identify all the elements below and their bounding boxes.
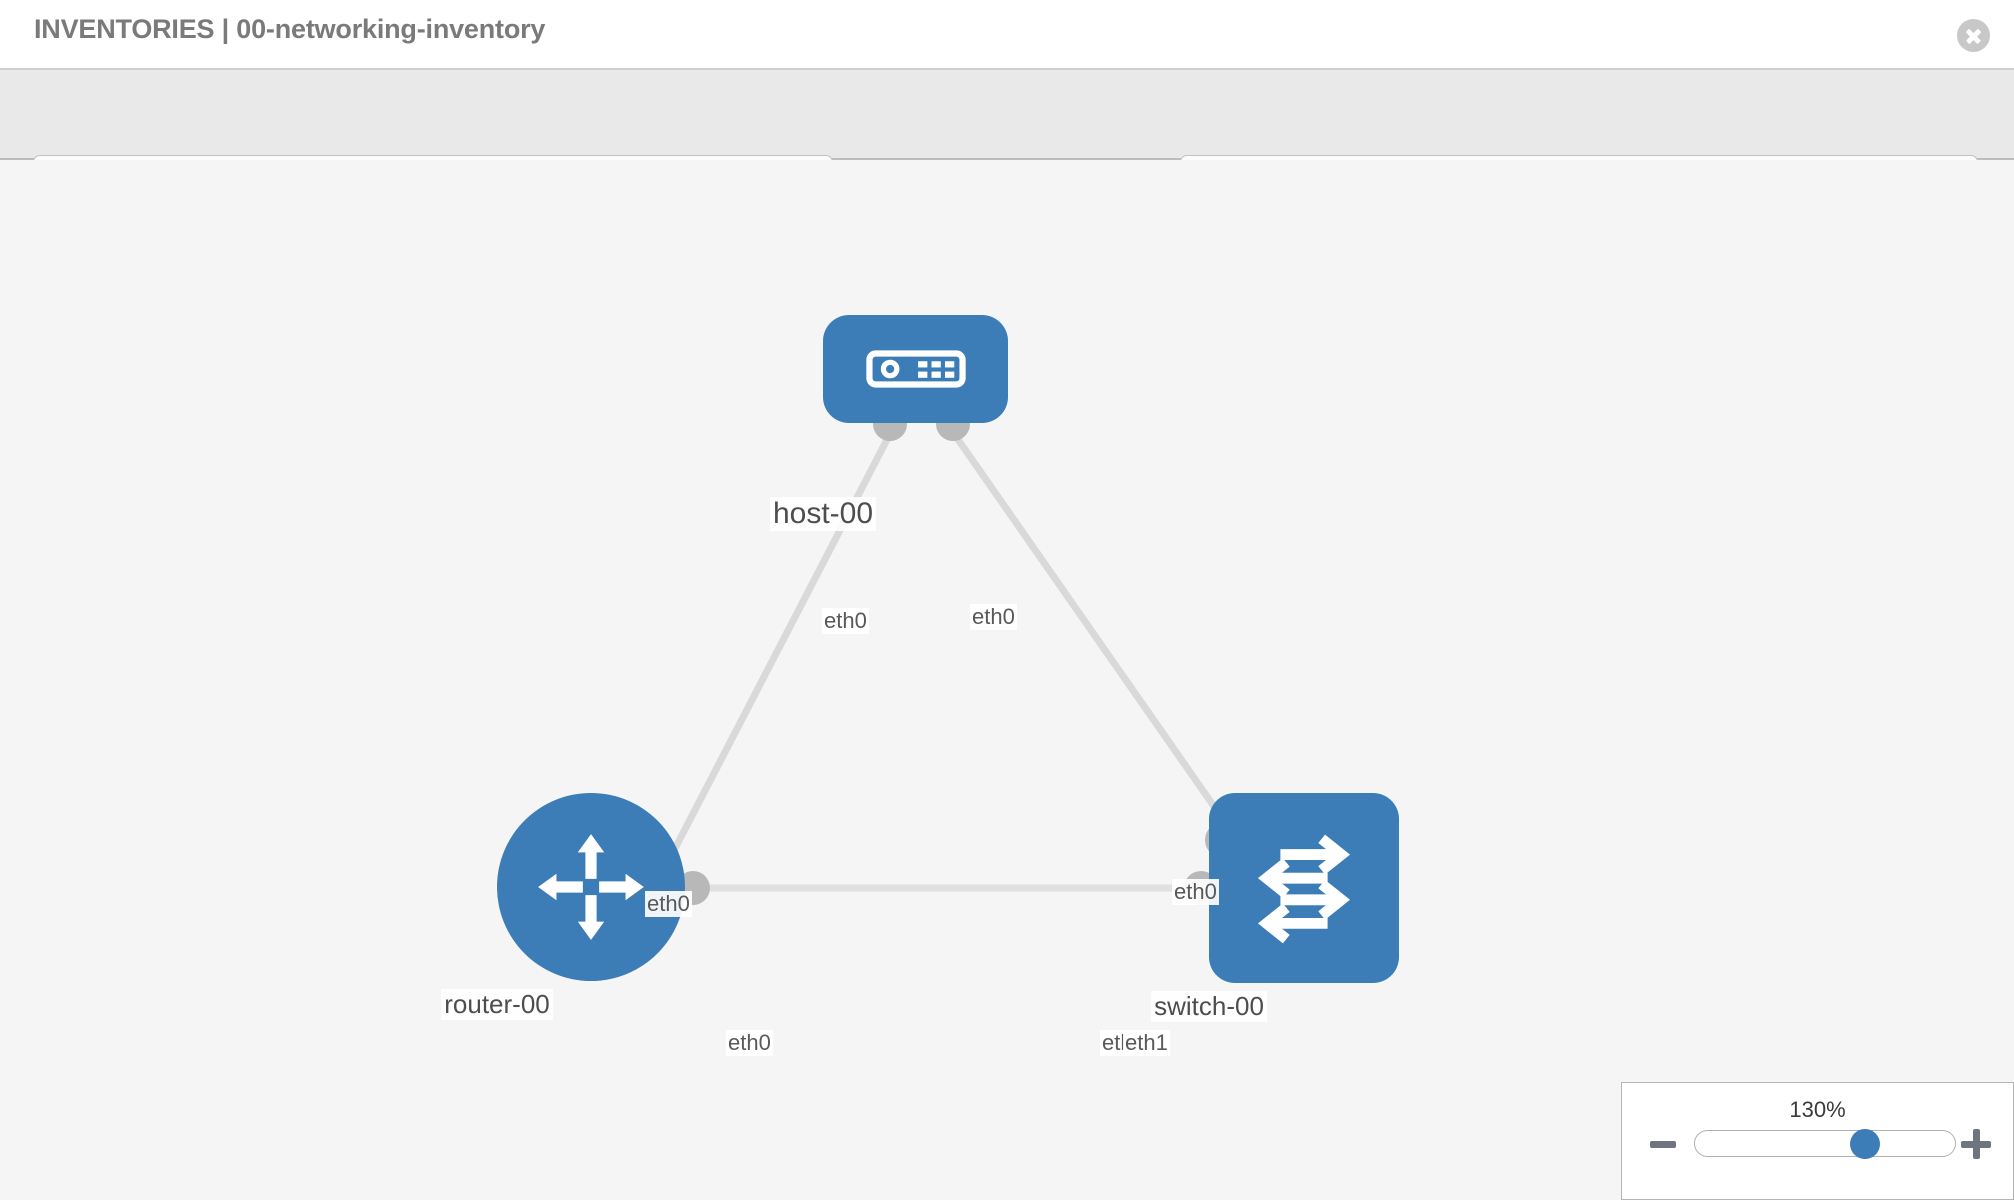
window-header: INVENTORIES | 00-networking-inventory: [0, 0, 2014, 68]
zoom-in-icon[interactable]: [1961, 1129, 1991, 1159]
topology-edges: [664, 425, 1246, 892]
iface-label-host-left: eth0: [822, 608, 869, 634]
node-label-host: host-00: [769, 497, 877, 531]
iface-label-switch-up: eth0: [1172, 879, 1219, 905]
zoom-slider[interactable]: [1694, 1128, 1956, 1159]
topology-canvas[interactable]: host-00 router-00: [0, 160, 2014, 1200]
server-icon: [865, 350, 966, 388]
iface-label-router-up: eth0: [645, 891, 692, 917]
node-label-switch: switch-00: [1151, 991, 1267, 1022]
switch-node-shape: [1209, 793, 1399, 983]
zoom-out-icon[interactable]: [1650, 1141, 1676, 1148]
toolbar: ACTIONS SEARCH: [0, 68, 2014, 213]
iface-label-switch-left-b: eth1: [1123, 1030, 1170, 1056]
router-arrows-icon: [538, 834, 644, 940]
switch-arrows-icon: [1257, 834, 1351, 944]
host-node-shape: [823, 315, 1008, 423]
router-node-shape: [497, 793, 685, 981]
iface-label-host-right: eth0: [970, 604, 1017, 630]
node-label-router: router-00: [441, 989, 553, 1020]
close-icon[interactable]: [1957, 19, 1990, 52]
zoom-percent-label: 130%: [1789, 1097, 1846, 1122]
zoom-slider-thumb[interactable]: [1850, 1128, 1881, 1159]
iface-label-router-right: eth0: [726, 1030, 773, 1056]
page-title: INVENTORIES | 00-networking-inventory: [34, 14, 546, 44]
zoom-control-panel: 130%: [1621, 1082, 2014, 1200]
